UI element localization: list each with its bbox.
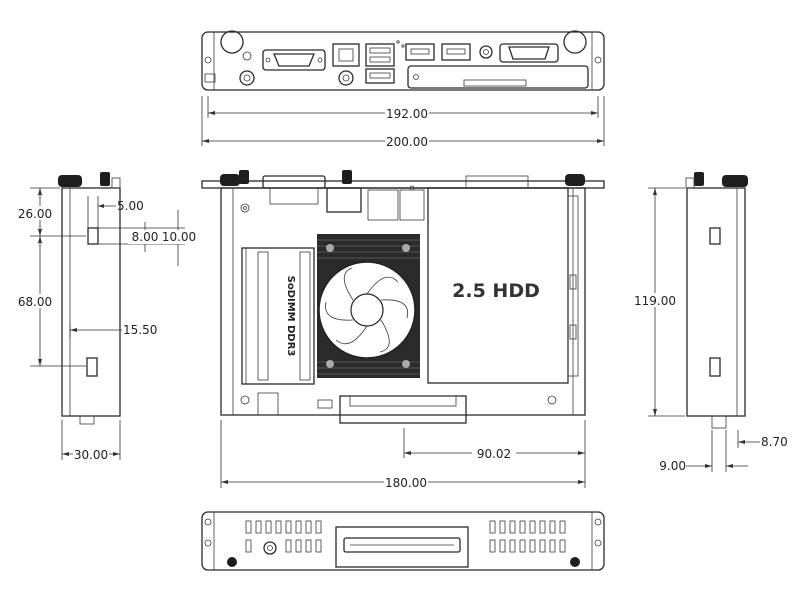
top-dimensions: 90.02 180.00 [220,420,586,490]
front-dimensions: 192.00 200.00 [201,96,605,149]
front-knob-left [220,30,244,54]
dim-front-inner: 192.00 [386,107,428,121]
rear-connector [335,526,469,568]
rear-view [201,511,605,571]
front-knob-right [563,30,587,54]
dim-left-lower: 15.50 [123,323,157,337]
usb-port-2 [441,43,471,61]
dim-right-pin-offset: 8.70 [761,435,788,449]
sodimm-label: SoDIMM DDR3 [285,276,296,357]
antenna-connector-left [239,70,255,86]
dim-front-outer: 200.00 [386,135,428,149]
dim-right-height: 119.00 [634,294,676,308]
serial-port [262,49,326,71]
dim-left-gap: 10.00 [162,230,196,244]
vga-port [499,43,559,63]
antenna-connector-center [338,70,354,86]
dim-left-slot: 8.00 [132,230,159,244]
usb-stack [365,43,395,67]
right-dimensions: 119.00 8.70 9.00 [634,187,788,473]
usb-port-1 [405,43,435,61]
rear-vents-right [489,520,566,553]
dim-left-depth: 30.00 [74,448,108,462]
rear-vents-left [245,520,322,553]
dim-top-width: 180.00 [385,476,427,490]
dim-left-small: 5.00 [117,199,144,213]
dim-left-middle: 68.00 [18,295,52,309]
ethernet-port [332,43,360,67]
hdd-label: 2.5 HDD [452,280,540,302]
left-side-view [58,172,121,425]
right-side-view [685,172,748,429]
left-dimensions: 26.00 68.00 5.00 8.00 10.00 15.50 30.00 [16,187,197,462]
bottom-connector [339,395,467,424]
front-view [201,30,605,91]
rear-antenna [263,541,277,555]
sodimm-slot [241,247,315,385]
audio-jack [479,45,493,59]
dim-top-offset: 90.02 [477,447,511,461]
dim-right-pin-width: 9.00 [659,459,686,473]
expansion-cover [407,65,589,89]
dim-left-top: 26.00 [18,207,52,221]
top-view: SoDIMM DDR3 2. [201,170,605,424]
